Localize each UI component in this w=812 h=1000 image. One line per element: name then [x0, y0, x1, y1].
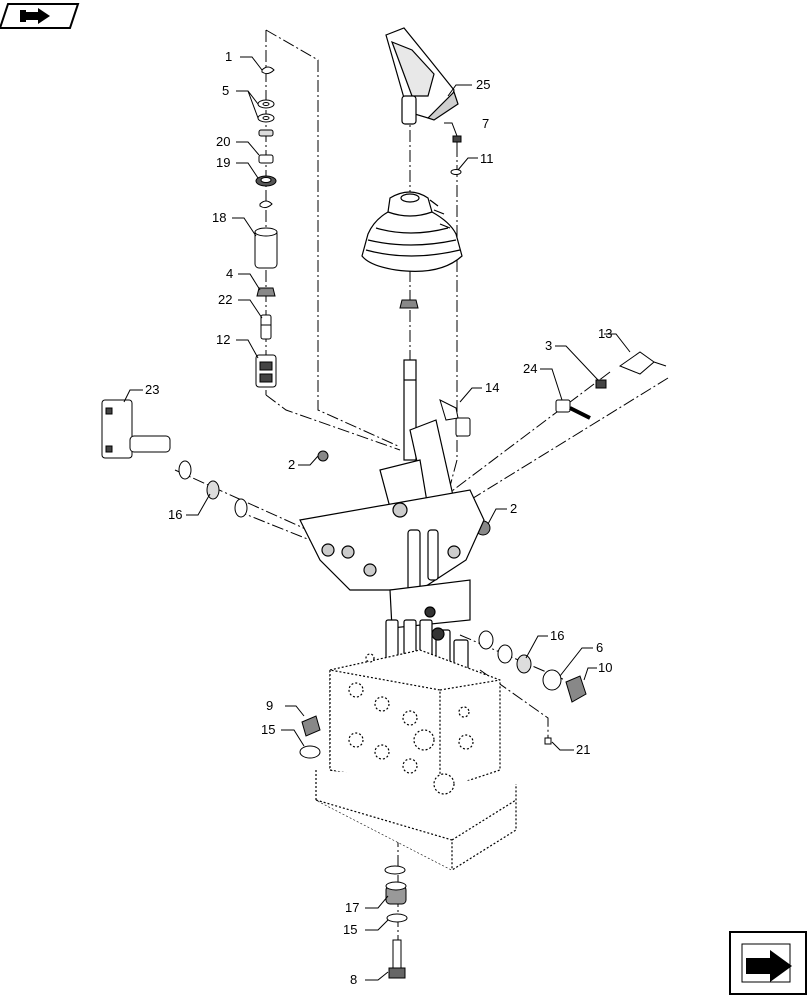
- callout-leaders: [123, 56, 631, 981]
- callout-2-left: 2: [288, 457, 295, 472]
- callout-11: 11: [480, 151, 494, 166]
- callout-16-left: 16: [168, 507, 182, 522]
- callout-15-left: 15: [261, 722, 275, 737]
- callout-20: 20: [216, 134, 230, 149]
- callout-23: 23: [145, 382, 159, 397]
- callout-labels: 1 5 20 19 18 4 22 12 25 7 11 13 3 24 14 …: [145, 49, 612, 987]
- callout-24: 24: [523, 361, 537, 376]
- lever-grip: [385, 27, 459, 125]
- callout-17: 17: [345, 900, 359, 915]
- callout-25: 25: [476, 77, 490, 92]
- callout-2-right: 2: [510, 501, 517, 516]
- callout-7: 7: [482, 116, 489, 131]
- callout-19: 19: [216, 155, 230, 170]
- rubber-boot: [361, 191, 463, 272]
- callout-14: 14: [485, 380, 499, 395]
- next-page-arrow-icon[interactable]: [729, 931, 807, 995]
- book-arrow-icon[interactable]: [0, 3, 80, 29]
- callout-16-right: 16: [550, 628, 564, 643]
- callout-3: 3: [545, 338, 552, 353]
- callout-6: 6: [596, 640, 603, 655]
- lever-mechanism: [299, 359, 485, 689]
- callout-5: 5: [222, 83, 229, 98]
- callout-18: 18: [212, 210, 226, 225]
- callout-15-bottom: 15: [343, 922, 357, 937]
- callout-4: 4: [226, 266, 233, 281]
- callout-1: 1: [225, 49, 232, 64]
- callout-8: 8: [350, 972, 357, 987]
- valve-block: [315, 649, 517, 871]
- callout-13: 13: [598, 326, 612, 341]
- callout-22: 22: [218, 292, 232, 307]
- callout-12: 12: [216, 332, 230, 347]
- callout-9: 9: [266, 698, 273, 713]
- callout-10: 10: [598, 660, 612, 675]
- callout-21: 21: [576, 742, 590, 757]
- small-parts: [101, 66, 667, 979]
